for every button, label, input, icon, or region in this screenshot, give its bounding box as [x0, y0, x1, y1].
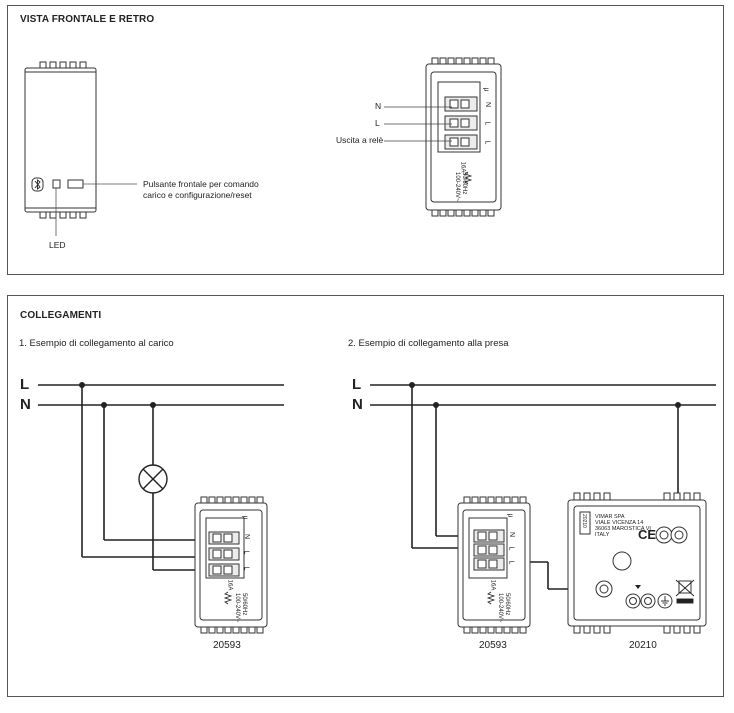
- device-rear-view: [425, 57, 502, 217]
- led-label: LED: [49, 240, 66, 250]
- arrow-down-icon: [635, 585, 641, 589]
- junction-dot: [150, 402, 156, 408]
- label-n: N: [375, 101, 382, 111]
- device1-code: 20593: [213, 640, 241, 651]
- dev2-mark-l2: L: [507, 560, 515, 565]
- example1-title: 1. Esempio di collegamento al carico: [19, 338, 174, 349]
- label-l: L: [375, 118, 380, 128]
- front-button-label-2: carico e configurazione/reset: [143, 190, 252, 200]
- front-button-label-1: Pulsante frontale per comando: [143, 179, 259, 189]
- dev2-voltage: 100-240V~: [497, 593, 503, 623]
- line-n-label-1: N: [20, 396, 31, 413]
- panel-title-connections: COLLEGAMENTI: [20, 310, 102, 321]
- resistor-symbol: [463, 171, 473, 185]
- dev2-mark-top: μ: [506, 513, 514, 518]
- dev1-voltage: 100-240V~: [234, 593, 240, 623]
- device-20593-example2: [457, 496, 531, 634]
- ground-icon: [661, 596, 669, 606]
- lamp-icon: [138, 464, 168, 494]
- socket-address-line3: 36063 MAROSTICA VI: [595, 526, 651, 532]
- junction-dot: [79, 382, 85, 388]
- front-back-panel: VISTA FRONTALE E RETRO: [7, 5, 724, 275]
- weee-bin-icon: [675, 579, 695, 604]
- dev1-mark-l1: L: [242, 550, 250, 555]
- line-l-label-2: L: [352, 376, 362, 393]
- dev2-mark-l1: L: [507, 546, 515, 551]
- dev1-mark-l2: L: [242, 566, 250, 571]
- device-front-view: [24, 61, 97, 219]
- junction-dot: [675, 402, 681, 408]
- dev1-mark-n: N: [243, 533, 251, 540]
- resistor-symbol: [486, 591, 496, 605]
- device2-code: 20593: [479, 640, 507, 651]
- socket-address-line1: VIMAR SPA: [595, 514, 625, 520]
- socket-address-line2: VIALE VICENZA 14: [595, 520, 644, 526]
- dev1-frequency: 50/60Hz: [241, 593, 247, 616]
- ce-mark: CE: [638, 527, 657, 542]
- socket-side-label: 20210: [581, 514, 587, 528]
- line-n-label-2: N: [352, 396, 363, 413]
- device-20593-example1: [194, 496, 268, 634]
- example2-title: 2. Esempio di collegamento alla presa: [348, 338, 509, 349]
- line-l-label-1: L: [20, 376, 30, 393]
- junction-dot: [409, 382, 415, 388]
- resistor-symbol: [223, 591, 233, 605]
- socket-address-line4: ITALY: [595, 532, 610, 538]
- dev2-frequency: 50/60Hz: [504, 593, 510, 616]
- junction-dot: [101, 402, 107, 408]
- dev2-rating: 16A: [489, 579, 496, 591]
- socket-address: VIMAR SPA VIALE VICENZA 14 36063 MAROSTI…: [595, 514, 651, 538]
- panel-title-front-back: VISTA FRONTALE E RETRO: [20, 14, 155, 25]
- label-relay-output: Uscita a relè: [336, 135, 384, 145]
- junction-dot: [433, 402, 439, 408]
- dev1-mark-top: μ: [241, 515, 249, 520]
- dev1-rating: 16A: [226, 579, 233, 591]
- dev2-mark-n: N: [508, 531, 516, 538]
- bluetooth-icon: [31, 177, 44, 192]
- led-indicator: [52, 179, 61, 189]
- socket-code: 20210: [629, 640, 657, 651]
